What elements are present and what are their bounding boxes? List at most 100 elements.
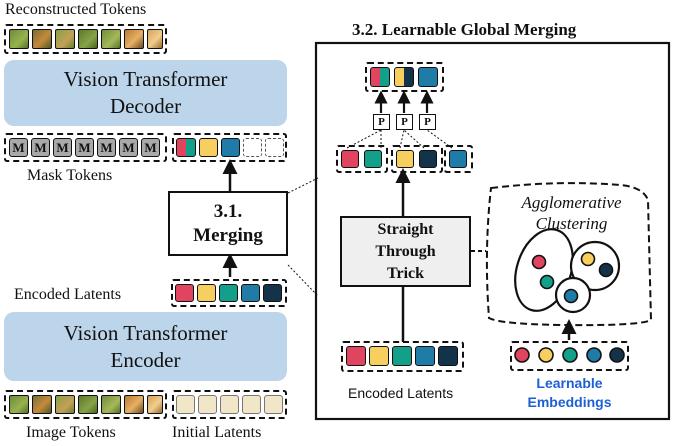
group-token-navy [419, 150, 437, 168]
reconstructed-token-6 [124, 29, 144, 49]
reconstructed-token-4 [78, 29, 98, 49]
encoded-latent-blue [241, 284, 260, 302]
group-token-teal [364, 150, 382, 168]
learnable-embeddings-group [510, 341, 629, 371]
mask-token-1: M [9, 138, 28, 157]
decoder-title-line2: Decoder [109, 94, 182, 118]
merged-output-yellow-navy [394, 67, 414, 87]
mask-token-4: M [75, 138, 94, 157]
mask-tokens-group [4, 133, 167, 162]
projection-box-1: P [373, 114, 390, 130]
group-token-yellow [396, 150, 414, 168]
initial-latent-2 [198, 395, 217, 414]
encoder-title-line2: Encoder [110, 347, 181, 372]
clustering-title-line1: Agglomerative [521, 193, 622, 212]
reconstructed-token-5 [101, 29, 121, 49]
embedding-teal [562, 347, 578, 363]
reconstructed-token-3 [55, 29, 75, 49]
projection-box-2: P [396, 114, 413, 130]
vit-encoder-block: Vision Transformer Encoder [4, 312, 287, 381]
image-token-6 [124, 395, 144, 414]
panel-latent-blue [415, 346, 435, 366]
merged-latent-blue [221, 138, 240, 157]
mask-token-7: M [141, 138, 160, 157]
decoder-title-line1: Vision Transformer [63, 67, 228, 91]
reconstructed-tokens-group [4, 24, 167, 54]
mask-token-3: M [53, 138, 72, 157]
cluster-dot-blue [563, 288, 579, 304]
mask-token-6: M [119, 138, 138, 157]
merged-latent-red-teal [176, 138, 196, 157]
stt-line3: Trick [386, 264, 425, 282]
encoded-latent-teal [219, 284, 238, 302]
image-token-5 [101, 395, 121, 414]
encoded-latent-yellow [197, 284, 216, 302]
image-tokens-group [4, 390, 167, 419]
group-token-red [341, 150, 359, 168]
merged-latent-yellow [199, 138, 218, 157]
merged-latent-empty-2 [265, 138, 284, 157]
group-token-blue [449, 150, 467, 168]
reconstructed-token-2 [32, 29, 52, 49]
group-yellow-navy [391, 145, 443, 173]
image-token-4 [78, 395, 98, 414]
mask-tokens-label: Mask Tokens [27, 167, 113, 184]
mask-token-2: M [31, 138, 50, 157]
merging-block: 3.1. Merging [168, 191, 288, 256]
zoom-line-bottom [287, 264, 319, 297]
zoom-line-top [287, 177, 319, 194]
image-token-3 [55, 395, 75, 414]
initial-latent-3 [220, 395, 239, 414]
panel-latent-yellow [369, 346, 389, 366]
merging-line1: 3.1. [213, 200, 243, 222]
clustering-dashed-region [485, 182, 653, 327]
image-token-2 [32, 395, 52, 414]
stt-line1: Straight [377, 220, 434, 238]
group-red-teal [336, 145, 388, 173]
projection-box-3: P [419, 114, 436, 130]
cluster-dot-teal [539, 274, 555, 290]
merged-output-group [365, 62, 444, 92]
learnable-embeddings-label-line2: Embeddings [527, 394, 612, 410]
embedding-navy [609, 347, 625, 363]
cluster-dot-navy [598, 262, 614, 278]
straight-through-trick-block: Straight Through Trick [340, 216, 471, 287]
stt-line2: Through [375, 242, 436, 260]
initial-latents-label: Initial Latents [172, 424, 262, 441]
panel-latent-teal [392, 346, 412, 366]
encoded-latents-group [171, 279, 287, 307]
image-tokens-label: Image Tokens [26, 424, 116, 441]
clustering-title-line2: Clustering [535, 214, 608, 233]
cluster-dot-yellow [580, 251, 596, 267]
mask-token-5: M [97, 138, 116, 157]
global-merging-panel-border [314, 41, 671, 421]
encoder-title-line1: Vision Transformer [63, 320, 228, 345]
initial-latent-5 [264, 395, 283, 414]
encoded-latent-navy [263, 284, 282, 302]
initial-latents-group [172, 390, 287, 419]
reconstructed-token-1 [9, 29, 29, 49]
merged-latents-group [172, 133, 287, 162]
reconstructed-tokens-label: Reconstructed Tokens [5, 1, 147, 18]
initial-latent-4 [242, 395, 261, 414]
vit-decoder-block: Vision Transformer Decoder [4, 60, 287, 126]
panel-encoded-latents-group [341, 341, 464, 372]
image-token-7 [147, 395, 163, 414]
panel-title: 3.2. Learnable Global Merging [352, 20, 577, 39]
merged-latent-empty-1 [243, 138, 262, 157]
merged-output-blue [418, 67, 438, 87]
panel-latent-navy [438, 346, 458, 366]
panel-encoded-latents-label: Encoded Latents [348, 385, 454, 401]
embedding-yellow [538, 347, 554, 363]
encoded-latents-label: Encoded Latents [14, 286, 122, 303]
initial-latent-1 [176, 395, 195, 414]
reconstructed-token-7 [147, 29, 163, 49]
encoded-latent-red [175, 284, 194, 302]
group-blue [444, 145, 473, 173]
learnable-embeddings-label-line1: Learnable [536, 375, 603, 391]
image-token-1 [9, 395, 29, 414]
embedding-blue [586, 347, 602, 363]
merging-line2: Merging [193, 224, 263, 246]
cluster-dot-red [531, 254, 547, 270]
